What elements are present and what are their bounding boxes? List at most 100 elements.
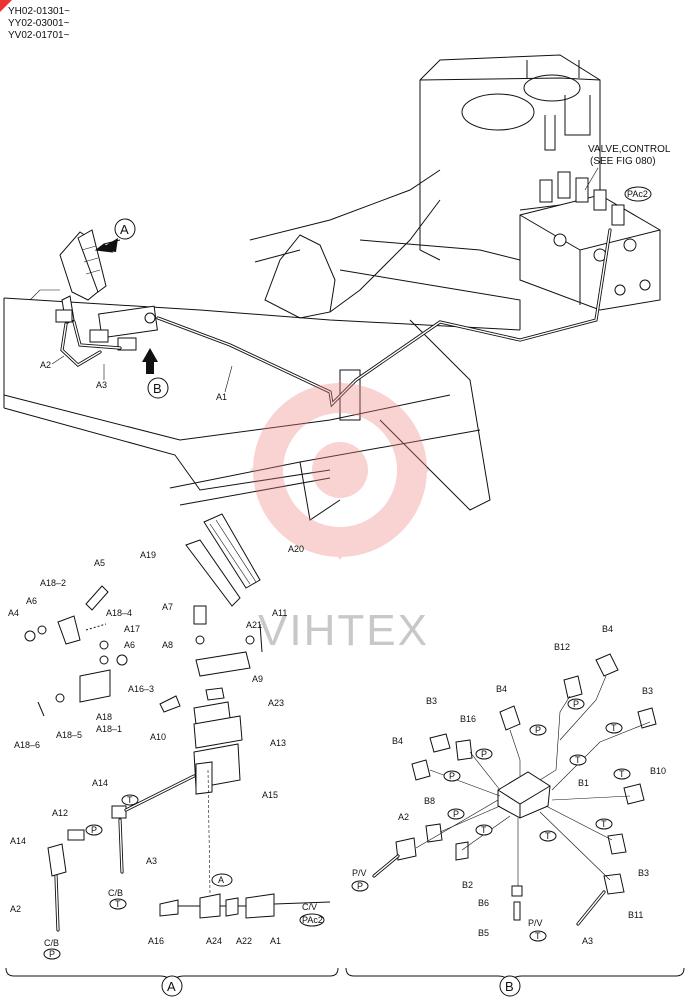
label-a9: A9: [252, 674, 263, 684]
label-a5: A5: [94, 558, 105, 568]
hose-a1: [156, 228, 612, 408]
label-cv: C/V: [302, 902, 317, 912]
tag-b-t-1: T: [611, 723, 617, 733]
label-a4: A4: [8, 608, 19, 618]
label-b8: B8: [424, 796, 435, 806]
watermark-gear-logo: [250, 380, 430, 560]
tag-pac2-a: PAc2: [302, 915, 323, 925]
view-b-label: B: [153, 381, 162, 396]
label-b16: B16: [460, 714, 476, 724]
label-b6: B6: [478, 898, 489, 908]
watermark-text: VIHTEX: [258, 606, 429, 655]
label-b1: B1: [578, 778, 589, 788]
label-pv-2: P/V: [528, 918, 543, 928]
serial-3: YV02-01701~: [8, 30, 70, 41]
label-a18-2: A18–2: [40, 578, 66, 588]
label-b4-3: B4: [392, 736, 403, 746]
label-a3-bottom: A3: [146, 856, 157, 866]
hose-a2: [60, 322, 102, 367]
tag-b-p-6: P: [357, 881, 363, 891]
tag-b-p-1: P: [573, 699, 579, 709]
label-a14-1: A14: [92, 778, 108, 788]
label-a12: A12: [52, 808, 68, 818]
label-a6-1: A6: [26, 596, 37, 606]
label-a8: A8: [162, 640, 173, 650]
tag-b-p-4: P: [449, 771, 455, 781]
tag-b-t-3: T: [601, 819, 607, 829]
section-a-parts: [24, 513, 331, 932]
top-label-a2: A2: [40, 360, 51, 370]
label-pv-1: P/V: [352, 868, 367, 878]
control-valve-stack: [519, 171, 661, 311]
label-a15: A15: [262, 790, 278, 800]
tag-b-t-7: T: [575, 755, 581, 765]
label-b-a3: A3: [582, 936, 593, 946]
label-a10: A10: [150, 732, 166, 742]
label-a16: A16: [148, 936, 164, 946]
tag-b-t-2: T: [619, 769, 625, 779]
label-cb-1: C/B: [108, 888, 123, 898]
tag-b-t-5: T: [481, 825, 487, 835]
tag-b-t-4: T: [545, 831, 551, 841]
label-b4-2: B4: [496, 684, 507, 694]
label-b11: B11: [628, 910, 643, 920]
label-a23: A23: [268, 698, 284, 708]
pac2-label: PAc2: [627, 189, 648, 199]
view-b-arrow-icon: [142, 348, 158, 374]
section-a-circle: [161, 975, 183, 997]
tag-b-p-3: P: [481, 749, 487, 759]
label-b3-3: B3: [638, 868, 649, 878]
label-a1-bottom: A1: [270, 936, 281, 946]
label-a19: A19: [140, 550, 156, 560]
label-b3-2: B3: [642, 686, 653, 696]
valve-control-label: VALVE,CONTROL: [588, 144, 671, 155]
view-a-circle: [114, 218, 136, 240]
top-label-a3: A3: [96, 380, 107, 390]
label-b3-1: B3: [426, 696, 437, 706]
label-a18: A18: [96, 712, 112, 722]
label-a7: A7: [162, 602, 173, 612]
tag-b-t-6: T: [535, 931, 541, 941]
top-label-a1: A1: [216, 392, 227, 402]
label-b-a2: A2: [398, 812, 409, 822]
tag-b-p-2: P: [535, 725, 541, 735]
label-a11: A11: [272, 608, 287, 618]
label-a22: A22: [236, 936, 252, 946]
see-fig-label: (SEE FIG 080): [590, 156, 656, 167]
label-cb-2: C/B: [44, 938, 59, 948]
label-a18-1: A18–1: [96, 724, 122, 734]
label-a20: A20: [288, 544, 304, 554]
serial-2: YY02-03001~: [8, 18, 70, 29]
pac2-badge: [624, 186, 652, 202]
label-a18-6: A18–6: [14, 740, 40, 750]
label-b12: B12: [554, 642, 570, 652]
label-b5: B5: [478, 928, 489, 938]
label-a14-2: A14: [10, 836, 26, 846]
section-b-circle: [499, 975, 521, 997]
label-a18-4: A18–4: [106, 608, 132, 618]
view-b-circle: [147, 377, 169, 399]
tag-t-2: T: [115, 899, 121, 909]
label-a18-3: A16–3: [128, 684, 154, 694]
hose-a3: [72, 320, 122, 350]
tag-p-2: P: [49, 949, 55, 959]
section-a-title: A: [167, 979, 176, 994]
tag-t-1: T: [127, 795, 133, 805]
label-b10: B10: [650, 766, 666, 776]
label-a24: A24: [206, 936, 222, 946]
view-a-label: A: [120, 222, 129, 237]
section-b-title: B: [505, 979, 514, 994]
section-b-parts: [372, 653, 657, 926]
tag-b-p-5: P: [453, 809, 459, 819]
label-a6-2: A6: [124, 640, 135, 650]
label-a17: A17: [124, 624, 140, 634]
label-b4-1: B4: [602, 624, 613, 634]
label-a2-bottom: A2: [10, 904, 21, 914]
machine-frame: [3, 54, 601, 521]
label-a18-5: A18–5: [56, 730, 82, 740]
tag-p-1: P: [91, 825, 97, 835]
corner-mark-icon: [0, 0, 12, 12]
pedal-assembly: [55, 229, 158, 351]
label-a21: A21: [246, 620, 262, 630]
